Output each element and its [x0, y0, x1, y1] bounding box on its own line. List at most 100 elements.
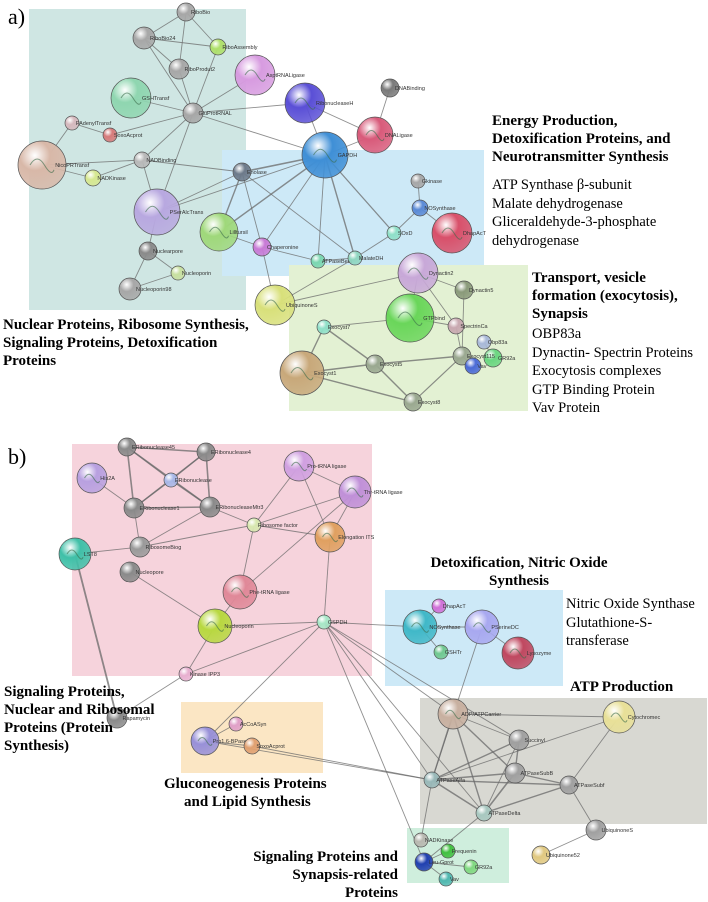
node-thr-trna-ligase[interactable]: Thr-tRNA ligase: [338, 475, 403, 509]
node-gr92a[interactable]: GR92a: [463, 859, 493, 875]
node-ubiquinones[interactable]: UbiquinoneS: [585, 819, 633, 841]
node-kinase-ipp3[interactable]: Kinase IPP3: [178, 666, 220, 682]
node-riboprodut2[interactable]: RiboProdut2: [168, 58, 215, 80]
node-frequenin[interactable]: Frequenin: [440, 843, 477, 859]
node-his2a[interactable]: His2A: [76, 462, 115, 494]
node-nucleoporin98[interactable]: Nucleoporin98: [118, 277, 172, 301]
node-atpasesubf[interactable]: ATPaseSubf: [559, 775, 605, 795]
node-phe-trna-ligase[interactable]: Phe-tRNA ligase: [222, 574, 290, 610]
node-asptrnaligase[interactable]: AsptRNALigase: [234, 54, 305, 96]
node-rapamycin[interactable]: Rapamycin: [106, 707, 150, 729]
node-atpasebeta[interactable]: ATPaseBeta: [310, 253, 353, 269]
node-leu-gprot[interactable]: Leu-Gprot: [414, 852, 454, 872]
node-ribobio[interactable]: RiboBio: [176, 2, 210, 22]
node-nicoprtransf[interactable]: NicoPRTransf: [17, 140, 90, 190]
node-dnaligase[interactable]: DNALigase: [356, 116, 413, 154]
edge: [431, 772, 516, 781]
node-nuclearpore[interactable]: Nuclearpore: [138, 241, 183, 261]
node-gspdh[interactable]: GSPDH: [316, 614, 347, 630]
node-succinyl[interactable]: Succinyl: [508, 729, 545, 751]
node-label: DhapAcT: [463, 231, 487, 237]
node-exocyst1[interactable]: Exocyst1: [279, 350, 336, 396]
node-dhapact[interactable]: DhapAcT: [431, 598, 466, 614]
node-label: RiboBio: [191, 10, 210, 16]
node-ribobio24[interactable]: RiboBio24: [132, 26, 175, 50]
node-eribonuclease4[interactable]: ERibonuclease4: [196, 442, 251, 462]
node-spectrinca[interactable]: SpectrinCa: [447, 317, 489, 335]
node-lilltursil[interactable]: Lilltursil: [199, 212, 248, 252]
node-eribonucleasemtr3[interactable]: ERibonucleaseMtr3: [199, 496, 264, 518]
node-dnabinding[interactable]: DNABinding: [380, 78, 425, 98]
node-cytochromec[interactable]: Cytochromec: [602, 700, 661, 734]
node-nucleopore[interactable]: Nucleopore: [119, 561, 164, 583]
node-circle: [316, 319, 332, 335]
node-dynactin5[interactable]: Dynactin5: [454, 280, 493, 300]
node-nucleoporin[interactable]: Nucleoporin: [170, 265, 211, 281]
node-nucleoporin[interactable]: Nucleoporin: [197, 608, 254, 644]
node-exocyst7[interactable]: Exocyst7: [316, 319, 350, 335]
node-lst8[interactable]: LST8: [58, 537, 97, 571]
node-pro1-6-bpase[interactable]: Pro1,6-BPase: [190, 726, 247, 756]
node-vav[interactable]: Vav: [464, 357, 487, 375]
node-nadkinase[interactable]: NADKinase: [84, 169, 126, 187]
node-label: SoxoAcprot: [114, 133, 143, 139]
node-exocyst8[interactable]: Exocyst8: [403, 392, 440, 412]
node-lysozyme[interactable]: Lysozyme: [501, 636, 551, 670]
node-dynactin2[interactable]: Dynactin2: [397, 252, 453, 294]
node-atpasealfa[interactable]: ATPaseAlfa: [423, 771, 466, 789]
node-label: PSerineDC: [491, 625, 519, 631]
node-soxoacprot[interactable]: SoxoAcprot: [102, 127, 143, 143]
node-ribosomebiog[interactable]: RibosomeBiog: [129, 536, 181, 558]
node-label: ERibonuclease: [175, 478, 212, 484]
node-accoasyn[interactable]: AcCoASyn: [228, 716, 266, 732]
node-gshtr[interactable]: GSHTr: [433, 644, 462, 660]
node-eribonuclease[interactable]: ERibonuclease: [163, 472, 212, 488]
node-padenyltransf[interactable]: PAdenylTransf: [64, 115, 112, 131]
protein-structure-icon: [397, 311, 423, 326]
node-gtpbind[interactable]: GTPbind: [385, 293, 445, 343]
node-nosynthase[interactable]: NOSynthase: [411, 199, 456, 217]
node-ubiquinone52[interactable]: Ubiquinone52: [531, 845, 580, 865]
node-circle: [279, 350, 325, 396]
node-soxoacprot[interactable]: SoxoAcprot: [243, 737, 285, 755]
node-label: Cytochromec: [628, 715, 661, 721]
node-gapdh[interactable]: GAPDH: [301, 131, 357, 179]
node-vav[interactable]: Vav: [438, 871, 459, 887]
node-atpasedelta[interactable]: ATPaseDelta: [475, 804, 521, 822]
node-ribonucleaseh[interactable]: RibonucleaseH: [284, 82, 353, 124]
node-exocyst115[interactable]: Exocyst115: [452, 346, 495, 366]
node-gkinase[interactable]: Gkinase: [410, 173, 442, 189]
node-chaperonine[interactable]: Chaperonine: [252, 237, 298, 257]
node-obp83a[interactable]: Obp83a: [476, 334, 509, 350]
node-circle: [222, 574, 258, 610]
node-pserinedc[interactable]: PSerineDC: [464, 609, 519, 645]
node-nadbinding[interactable]: NADBinding: [133, 151, 176, 169]
edge: [323, 621, 454, 715]
node-circle: [602, 700, 636, 734]
node-gr92a[interactable]: GR92a: [483, 348, 516, 368]
node-circle: [132, 26, 156, 50]
node-elongation-its[interactable]: Elongation ITS: [314, 521, 375, 553]
node-eribonuclease45[interactable]: ERibonuclease45: [117, 437, 175, 457]
energy-protein-list: ATP Synthase β-subunit Malate dehydrogen…: [492, 176, 656, 250]
node-eribonuclease1[interactable]: ERibonuclease1: [123, 497, 180, 519]
node-ribosome-factor[interactable]: Ribosome factor: [246, 517, 298, 533]
node-riboassembly[interactable]: RiboAssembly: [209, 38, 258, 56]
node-nadkinase[interactable]: NADKinase: [413, 832, 453, 848]
node-pro-trna-ligase[interactable]: Pro-tRNA ligase: [283, 450, 346, 482]
node-soxd[interactable]: SOxD: [386, 225, 413, 241]
node-circle: [438, 871, 454, 887]
node-gshtransf[interactable]: GSHTransf: [110, 77, 170, 119]
node-exocyst5[interactable]: Exocyst5: [365, 354, 402, 374]
node-adp-atpcarrier[interactable]: ADP/ATPCarrier: [437, 698, 501, 730]
node-gluprotrnal[interactable]: GluProtRNAL: [182, 102, 232, 124]
protein-structure-icon: [209, 226, 229, 239]
node-nosynthase[interactable]: NOSynthase: [402, 609, 461, 645]
node-ubiquinones[interactable]: UbiquinoneS: [254, 284, 318, 326]
node-dhapact[interactable]: DhapAcT: [431, 212, 487, 254]
node-enolase[interactable]: Enolase: [232, 162, 267, 182]
node-malatedh[interactable]: MalateDH: [347, 250, 383, 266]
node-label: Obp83a: [488, 340, 509, 346]
node-pseralctrans[interactable]: PSerAlcTrans: [133, 188, 204, 236]
node-atpasesubb[interactable]: ATPaseSubB: [504, 762, 553, 784]
